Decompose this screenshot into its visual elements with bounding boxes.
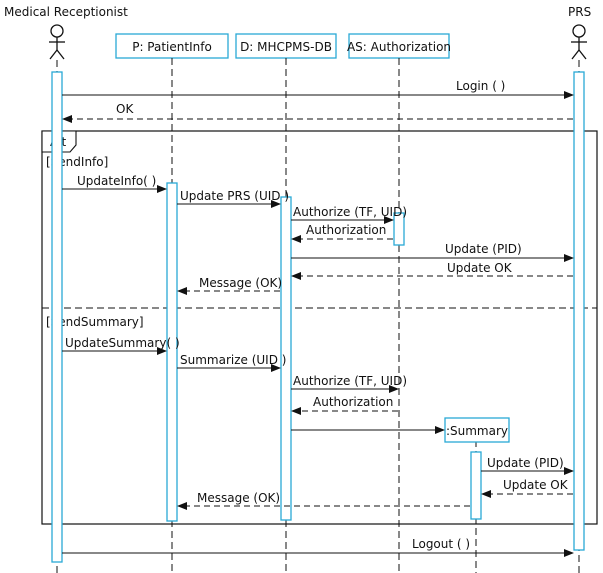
object-patient-info: P: PatientInfo bbox=[115, 33, 229, 59]
actor-head-icon bbox=[572, 24, 586, 38]
activation-patient-info bbox=[166, 182, 178, 522]
msg-update-pid1-label: Update (PID) bbox=[445, 242, 522, 256]
msg-ok-label: OK bbox=[116, 102, 134, 116]
msg-update-ok2-label: Update OK bbox=[503, 478, 569, 492]
msg-login-label: Login ( ) bbox=[456, 79, 505, 93]
msg-authorize2-label: Authorize (TF, UID) bbox=[293, 374, 407, 388]
object-label-patient-info: P: PatientInfo bbox=[132, 40, 212, 54]
actor-medical-receptionist: Medical Receptionist bbox=[4, 5, 128, 60]
object-db: D: MHCPMS-DB bbox=[235, 33, 337, 59]
msg-summarize-label: Summarize (UID ) bbox=[180, 353, 286, 367]
msg-update-info-label: UpdateInfo( ) bbox=[77, 174, 156, 188]
msg-authorization1-label: Authorization bbox=[306, 223, 386, 237]
msg-message-ok1-label: Message (OK) bbox=[199, 276, 282, 290]
msg-update-summary-label: UpdateSummary( ) bbox=[65, 336, 180, 350]
actor-prs: PRS bbox=[568, 5, 591, 60]
msg-message-ok2-label: Message (OK) bbox=[197, 491, 280, 505]
activation-receptionist bbox=[51, 71, 63, 563]
msg-authorization2-label: Authorization bbox=[313, 395, 393, 409]
object-label-db: D: MHCPMS-DB bbox=[240, 40, 332, 54]
object-authorization: AS: Authorization bbox=[347, 33, 451, 59]
activation-authorization bbox=[393, 212, 405, 246]
msg-update-prs-label: Update PRS (UID ) bbox=[180, 189, 289, 203]
actor-label-receptionist: Medical Receptionist bbox=[4, 5, 128, 19]
object-label-summary: :Summary bbox=[446, 424, 508, 438]
msg-update-ok1-label: Update OK bbox=[447, 261, 513, 275]
msg-logout-label: Logout ( ) bbox=[412, 537, 470, 551]
activation-db bbox=[280, 196, 292, 521]
guard-send-summary: [SendSummary] bbox=[46, 315, 144, 329]
actor-head-icon bbox=[50, 24, 64, 38]
activation-summary bbox=[470, 451, 482, 520]
msg-update-pid2-label: Update (PID) bbox=[487, 456, 564, 470]
object-summary: :Summary bbox=[444, 417, 510, 443]
activation-prs bbox=[573, 71, 585, 551]
actor-label-prs: PRS bbox=[568, 5, 591, 19]
object-label-authorization: AS: Authorization bbox=[347, 40, 451, 54]
msg-authorize1-label: Authorize (TF, UID) bbox=[293, 205, 407, 219]
